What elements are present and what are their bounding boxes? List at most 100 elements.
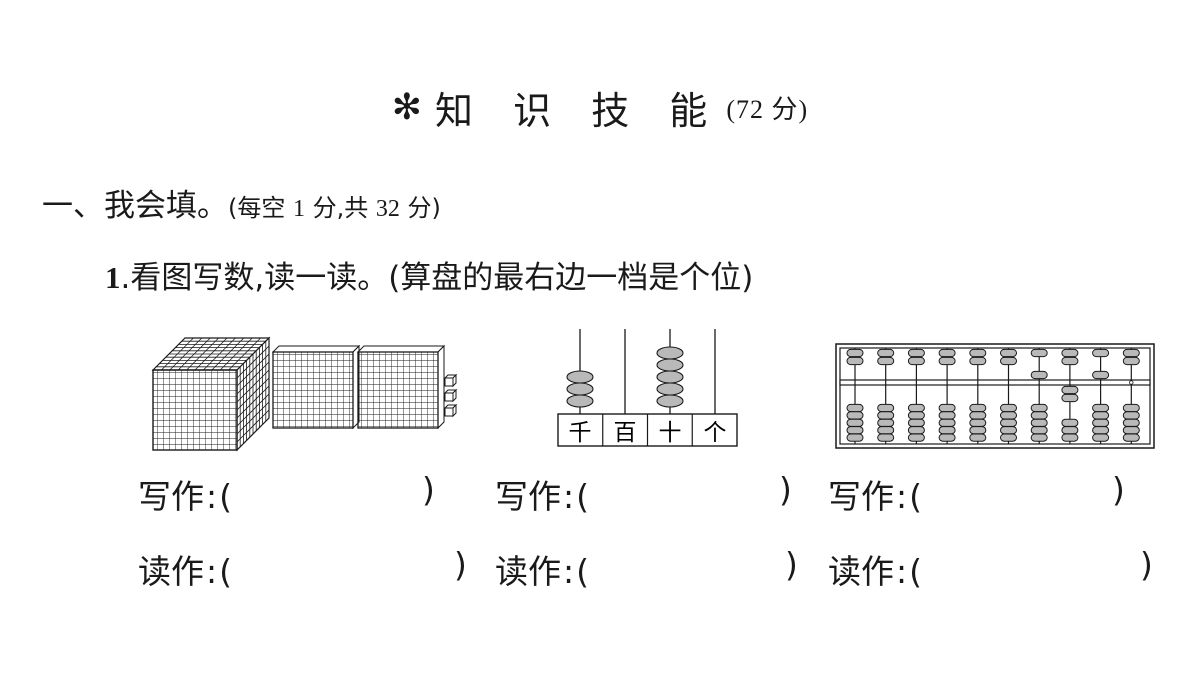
abacus-bead (907, 356, 925, 366)
abacus-bead (877, 426, 895, 435)
abacus-bead (969, 433, 987, 442)
abacus-bead (1092, 403, 1110, 413)
abacus-bead (1030, 348, 1048, 358)
abacus-bead (1000, 433, 1017, 442)
abacus-bead (1092, 411, 1110, 420)
abacus-bead (969, 356, 987, 366)
question-heading: 一、我会填。(每空 1 分,共 32 分) (42, 180, 441, 225)
abacus-bead (969, 426, 987, 435)
read-label: 读作 (138, 552, 204, 591)
abacus-bead (1000, 348, 1017, 358)
open-paren[interactable]: ( (909, 552, 922, 591)
abacus-bead (1061, 348, 1079, 358)
place-label: 百 (614, 420, 637, 446)
open-paren[interactable]: ( (576, 552, 589, 591)
abacus-bead (1122, 426, 1140, 435)
open-paren[interactable]: ( (219, 552, 232, 591)
abacus-bead (1000, 426, 1017, 435)
abacus-bead (938, 418, 956, 427)
close-paren: ) (1140, 545, 1153, 584)
abacus-bead (877, 403, 895, 413)
abacus-bead (969, 418, 987, 427)
abacus-bead (877, 348, 895, 358)
abacus-bead (1092, 348, 1110, 358)
unit-cubes (443, 373, 458, 418)
abacus-bead (1061, 356, 1079, 366)
close-paren: ) (779, 470, 792, 509)
abacus-bead (907, 403, 925, 413)
abacus-bead (1030, 403, 1048, 413)
abacus-bead (846, 418, 864, 427)
colon: : (563, 552, 575, 591)
abacus-bead (1092, 418, 1110, 427)
abacus-bead (1000, 403, 1017, 413)
abacus-bead (1061, 385, 1079, 395)
abacus-bead (938, 403, 956, 413)
abacus-bead (907, 411, 925, 420)
abacus-bead (1092, 426, 1110, 435)
abacus-bead (1030, 433, 1048, 442)
abacus-bead (1030, 426, 1048, 435)
abacus-bead (846, 411, 864, 420)
section-title: ✻ 知 识 技 能 (72 分) (0, 80, 1200, 135)
abacus-bead (877, 418, 895, 427)
sub-question: 1.看图写数,读一读。(算盘的最右边一档是个位) (105, 252, 753, 297)
open-paren[interactable]: ( (909, 477, 922, 516)
abacus-beam (839, 379, 1151, 386)
abacus-bead (1000, 356, 1017, 366)
colon: : (896, 477, 908, 516)
abacus-bead (907, 418, 925, 427)
abacus-frame-inner (839, 347, 1151, 445)
abacus-bead (938, 348, 956, 358)
abacus-bead (1122, 418, 1140, 427)
section-score: (72 分) (726, 95, 809, 124)
answer-read-3: 读作:() (828, 545, 1153, 593)
abacus-bead (1000, 411, 1017, 420)
hundred-flat (356, 344, 446, 430)
colon: : (206, 477, 218, 516)
close-paren: ) (785, 545, 798, 584)
abacus-bead (938, 356, 956, 366)
hundred-flat (271, 344, 361, 430)
note-number-1: 1 (293, 196, 305, 222)
abacus-bead (846, 426, 864, 435)
write-label: 写作 (828, 477, 894, 516)
thousands-beads (566, 370, 594, 408)
place-label: 千 (569, 420, 592, 446)
abacus-bead (877, 411, 895, 420)
note-close: 分) (399, 194, 441, 222)
abacus-bead (1061, 418, 1079, 427)
colon: : (206, 552, 218, 591)
abacus-bead (1030, 370, 1048, 380)
answer-write-3: 写作:() (828, 470, 1125, 518)
star-icon: ✻ (391, 87, 422, 128)
abacus-bead (1061, 426, 1079, 435)
sub-question-text: .看图写数,读一读。(算盘的最右边一档是个位) (120, 260, 754, 296)
write-label: 写作 (495, 477, 561, 516)
colon: : (896, 552, 908, 591)
write-label: 写作 (138, 477, 204, 516)
open-paren[interactable]: ( (219, 477, 232, 516)
open-paren[interactable]: ( (576, 477, 589, 516)
counting-frame-figure: 千 百 十 个 (557, 329, 738, 447)
answer-write-1: 写作:() (138, 470, 435, 518)
abacus-bead (1122, 356, 1140, 366)
abacus-bead (1000, 418, 1017, 427)
abacus-bead (969, 403, 987, 413)
abacus-bead (938, 411, 956, 420)
question-heading-text: 一、我会填。 (42, 188, 228, 224)
abacus-bead (907, 426, 925, 435)
abacus-bead (877, 356, 895, 366)
counting-rods (579, 329, 716, 414)
abacus-bead (846, 433, 864, 442)
close-paren: ) (1112, 470, 1125, 509)
abacus-bead (1122, 348, 1140, 358)
close-paren: ) (454, 545, 467, 584)
ones-marker-dot (1129, 380, 1134, 385)
read-label: 读作 (828, 552, 894, 591)
abacus-bead (907, 348, 925, 358)
abacus-rods (846, 348, 1140, 444)
close-paren: ) (422, 470, 435, 509)
abacus-bead (1122, 433, 1140, 442)
abacus-bead (1030, 411, 1048, 420)
